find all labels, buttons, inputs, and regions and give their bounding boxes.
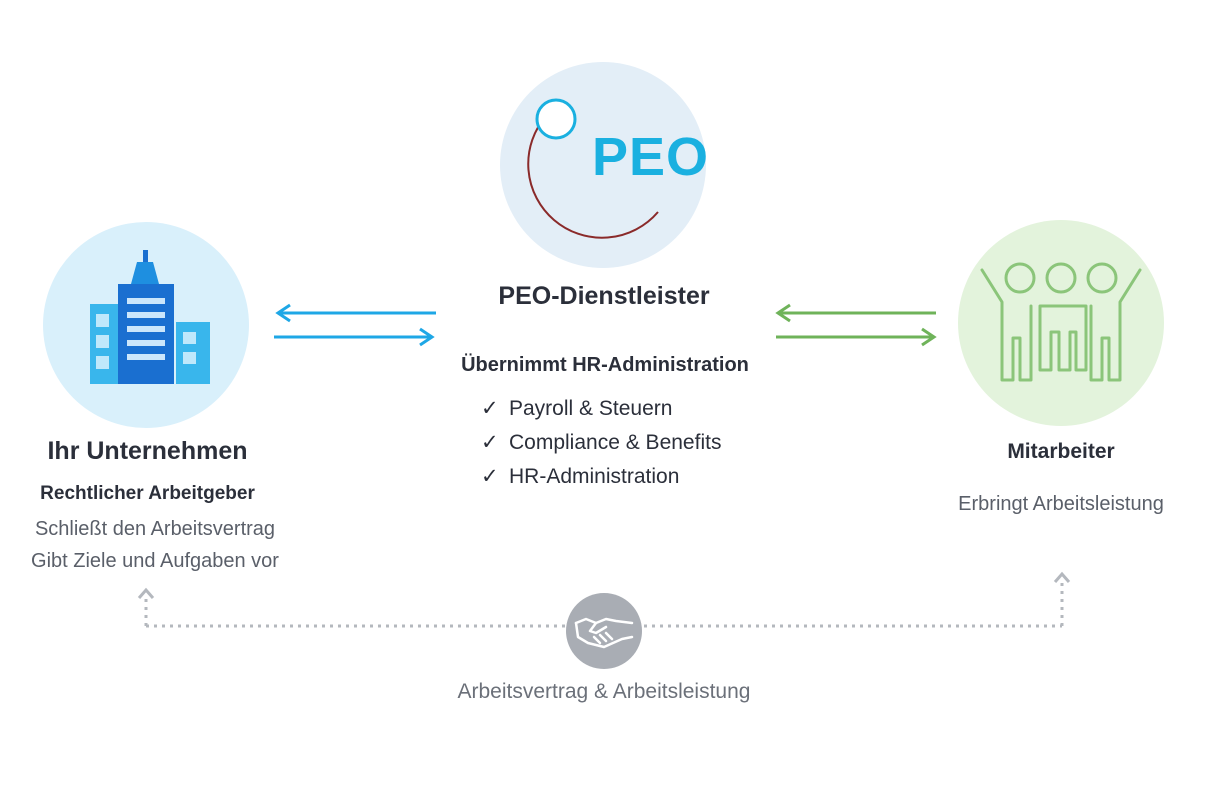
check-icon: ✓ <box>481 431 499 454</box>
handshake-circle <box>566 593 642 669</box>
office-building-icon <box>90 250 210 384</box>
list-item: ✓Payroll & Steuern <box>481 392 721 426</box>
company-circle <box>43 222 249 428</box>
list-item: ✓Compliance & Benefits <box>481 426 721 460</box>
employee-title: Mitarbeiter <box>1007 440 1115 463</box>
company-line-2: Gibt Ziele und Aufgaben vor <box>31 550 279 572</box>
employee-subtitle: Erbringt Arbeitsleistung <box>958 493 1164 515</box>
check-icon: ✓ <box>481 397 499 420</box>
bottom-connector <box>130 570 1080 645</box>
peo-logo-text: PEO <box>592 127 710 187</box>
company-peo-arrows <box>270 300 440 350</box>
peo-subtitle: Übernimmt HR-Administration <box>461 354 749 376</box>
list-item: ✓HR-Administration <box>481 460 721 494</box>
company-subtitle: Rechtlicher Arbeitgeber <box>40 483 255 504</box>
people-group-icon <box>980 262 1142 382</box>
handshake-icon <box>574 617 634 649</box>
check-icon: ✓ <box>481 465 499 488</box>
peo-title: PEO-Dienstleister <box>498 282 710 310</box>
peo-logo-icon <box>527 98 659 239</box>
company-title: Ihr Unternehmen <box>47 437 248 465</box>
peo-employee-arrows <box>770 300 942 350</box>
peo-logo-circle: PEO <box>500 62 710 268</box>
bottom-label: Arbeitsvertrag & Arbeitsleistung <box>457 680 751 703</box>
company-line-1: Schließt den Arbeitsvertrag <box>34 518 276 540</box>
peo-service-list: ✓Payroll & Steuern ✓Compliance & Benefit… <box>481 392 721 494</box>
employee-circle <box>958 220 1164 426</box>
